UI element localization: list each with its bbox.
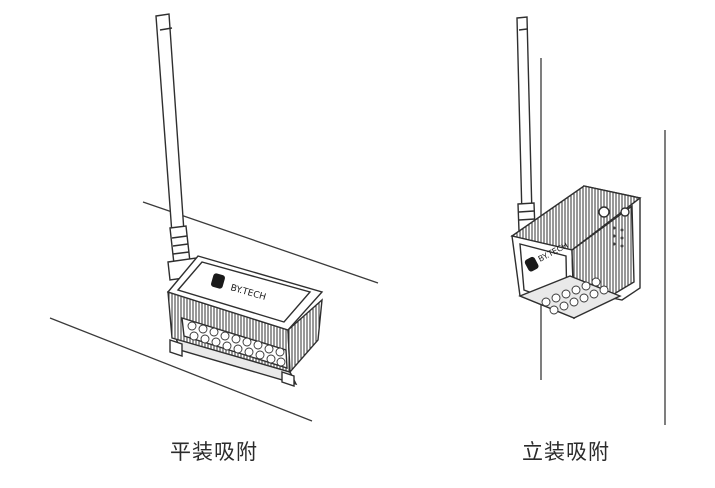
flat-mount-illustration: BY.TECH xyxy=(49,13,379,422)
caption-vertical-mount: 立装吸附 xyxy=(522,440,610,464)
front-grid xyxy=(187,321,286,367)
indicator-dots xyxy=(612,226,624,248)
antenna-icon xyxy=(516,16,536,232)
antenna-icon xyxy=(155,13,199,281)
device-icon xyxy=(166,255,324,387)
caption-flat-mount: 平装吸附 xyxy=(170,440,258,464)
bottom-grid xyxy=(541,277,609,315)
vertical-mount-illustration: BY.TECH xyxy=(510,16,666,425)
device-icon xyxy=(510,185,642,320)
